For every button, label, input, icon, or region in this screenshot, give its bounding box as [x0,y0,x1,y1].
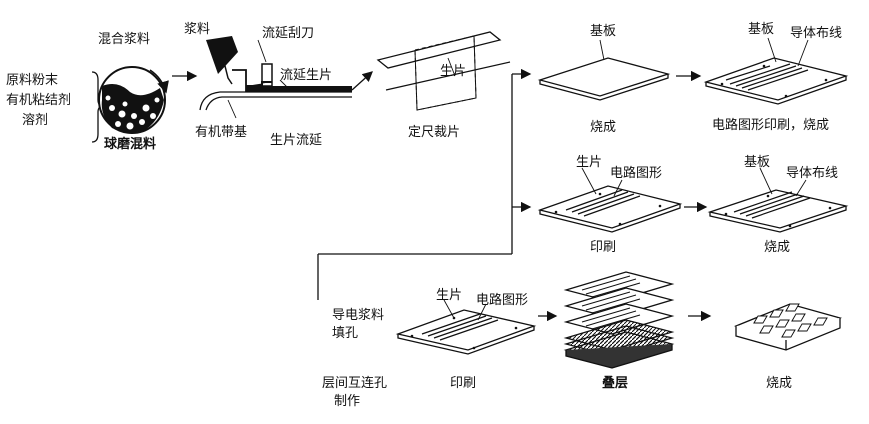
row3-stack-label: 叠层 [602,376,629,391]
row1-fire-label: 烧成 [590,120,617,135]
fired-substrate-row2 [707,189,849,233]
casting-label: 生片流延 [270,133,323,148]
row2-pattern-label: 电路图形 [610,166,663,181]
ball-mill-label: 球磨混料 [104,137,157,152]
row2-conductor-label: 导体布线 [786,166,839,181]
row3-print-label: 印刷 [450,376,477,391]
row3-pattern-label: 电路图形 [476,293,529,308]
cut-sheet [376,31,511,111]
printed-sheet-row3 [395,309,537,355]
cutting-label: 定尺裁片 [408,125,461,140]
doctor-blade-label: 流延刮刀 [262,26,315,41]
input-binder: 有机粘结剂 [6,93,72,108]
row2-substrate-label: 基板 [744,155,771,170]
cut-sheet-label: 生片 [440,64,467,79]
leader-lines [227,37,809,321]
fired-substrate-row1 [703,57,849,105]
via-fill-line1: 导电浆料 [332,308,385,323]
ball-mill-drum [98,66,169,134]
branch-connector [317,68,532,300]
row3-fire-label: 烧成 [766,376,793,391]
green-sheet-cast-label: 流延生片 [280,68,333,83]
input-solvent: 溶剂 [22,113,49,128]
mix-slurry-label: 混合浆料 [98,32,151,47]
row3-sheet-label: 生片 [436,288,463,303]
via-make-line1: 层间互连孔 [322,376,388,391]
fired-module [733,303,843,351]
row1-substrate2-label: 基板 [748,22,775,37]
via-make-line2: 制作 [334,394,361,409]
tape-casting-machine [199,36,352,111]
arrow-2 [351,71,373,91]
row2-fire-label: 烧成 [764,240,791,255]
row2-print-label: 印刷 [590,240,617,255]
carrier-label: 有机带基 [195,125,248,140]
slurry-label: 浆料 [184,22,211,37]
row1-print-fire-label: 电路图形印刷，烧成 [712,118,830,133]
via-fill-line2: 填孔 [332,326,359,341]
row1-conductor-label: 导体布线 [790,26,843,41]
input-powder: 原料粉末 [6,73,59,88]
row1-substrate-label: 基板 [590,24,617,39]
row2-sheet-label: 生片 [576,155,603,170]
substrate-plate [537,57,671,101]
laminated-stack [563,271,675,369]
green-sheet-row2 [537,185,683,233]
